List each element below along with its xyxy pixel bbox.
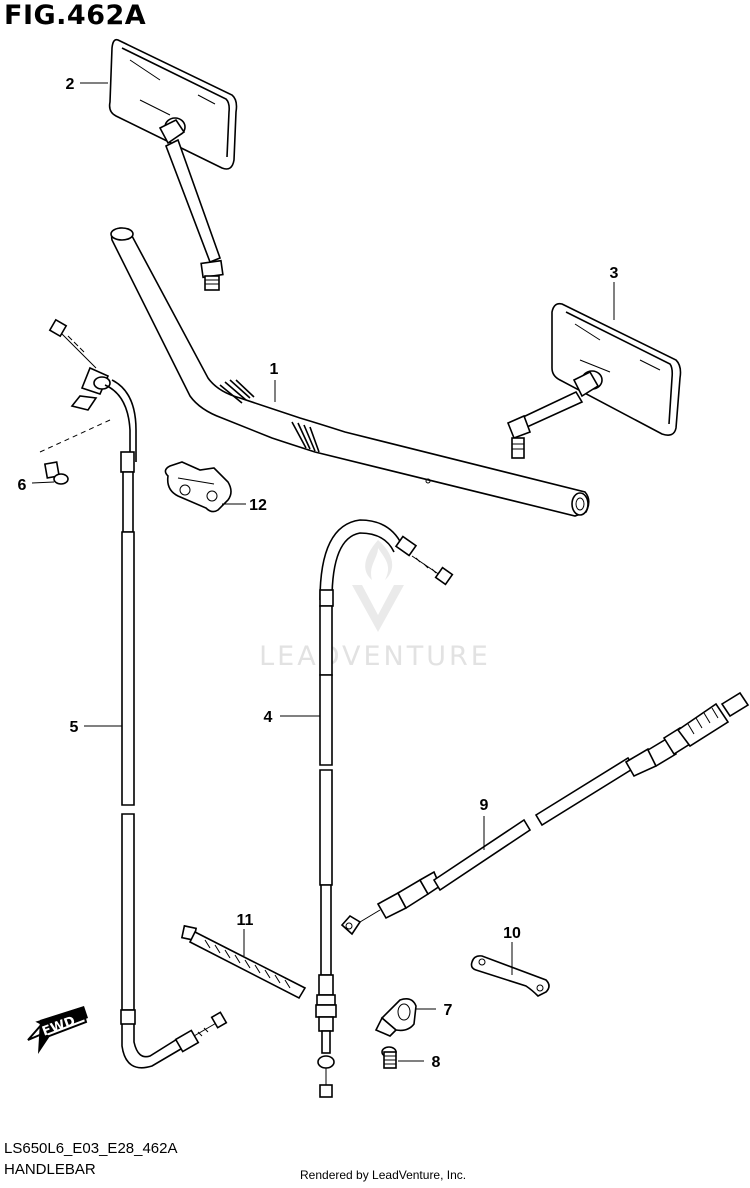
part-5-throttle-cable[interactable] — [48, 318, 228, 1069]
figure-code: LS650L6_E03_E28_462A — [4, 1140, 178, 1157]
part-10-clip-plate[interactable] — [470, 955, 550, 997]
callout-8: 8 — [432, 1054, 441, 1071]
callout-4: 4 — [264, 709, 273, 726]
part-6-bolt[interactable] — [39, 419, 111, 485]
part-12-bracket[interactable] — [164, 461, 232, 513]
leader-lines — [31, 82, 615, 1062]
callout-12: 12 — [249, 497, 267, 514]
part-8-screw[interactable] — [381, 1046, 397, 1069]
rendered-by-credit: Rendered by LeadVenture, Inc. — [300, 1168, 467, 1182]
callout-6: 6 — [18, 477, 27, 494]
callout-1: 1 — [270, 361, 279, 378]
callout-9: 9 — [480, 797, 489, 814]
callout-labels: 1 2 3 4 5 6 7 8 9 10 11 12 — [18, 76, 619, 1071]
callout-11: 11 — [237, 912, 254, 929]
part-3-right-mirror[interactable] — [506, 302, 682, 459]
part-2-left-mirror[interactable] — [108, 38, 238, 291]
part-11-cable-tie[interactable] — [180, 924, 307, 1000]
part-1-handlebar[interactable] — [110, 227, 590, 517]
part-4-clutch-cable[interactable] — [315, 519, 454, 1098]
figure-title: FIG.462A — [4, 0, 147, 31]
fwd-arrow-icon: FWD — [27, 1006, 88, 1054]
figure-name: HANDLEBAR — [4, 1161, 96, 1178]
callout-2: 2 — [66, 76, 75, 93]
leadventure-watermark: LEADVENTURE — [259, 540, 491, 672]
callout-5: 5 — [70, 719, 79, 736]
part-7-clamp[interactable] — [374, 998, 417, 1037]
callout-3: 3 — [610, 265, 619, 282]
part-9-long-cable[interactable] — [340, 691, 750, 936]
watermark-text: LEADVENTURE — [259, 641, 491, 672]
callout-7: 7 — [444, 1002, 453, 1019]
callout-10: 10 — [503, 925, 521, 942]
